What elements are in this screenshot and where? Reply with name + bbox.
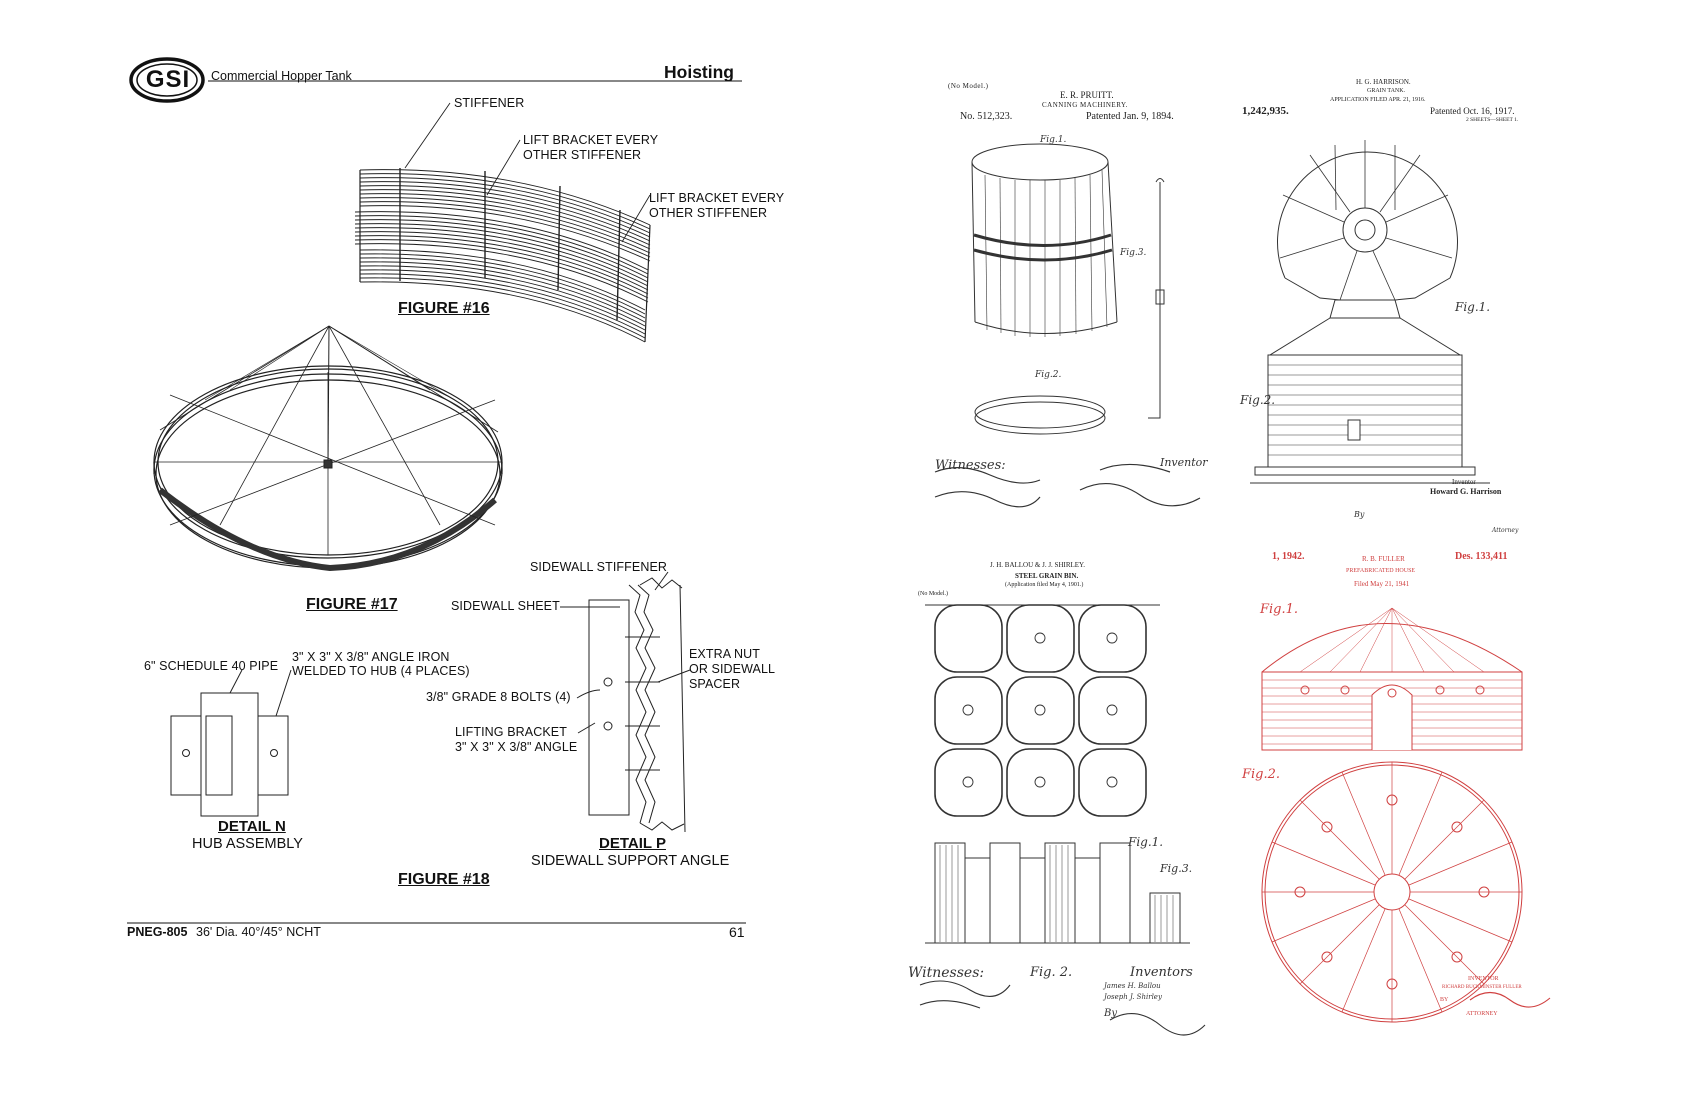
footer-doc-code: PNEG-805 (127, 925, 188, 939)
detail-p-drawing (560, 571, 691, 833)
pruitt-fig3: Fig.3. (1120, 248, 1147, 258)
footer-doc-desc: 36' Dia. 40°/45° NCHT (196, 925, 321, 939)
ballou-drawing (919, 604, 1206, 1036)
ballou-fig1: Fig.1. (1128, 835, 1164, 849)
gsi-logo (129, 57, 205, 103)
fuller-fig2: Fig.2. (1242, 767, 1281, 782)
detail-p-title: DETAIL P (599, 835, 666, 852)
harrison-filed: APPLICATION FILED APR. 21, 1916. (1330, 97, 1426, 103)
pruitt-inventor: E. R. PRUITT. (1060, 90, 1114, 100)
detail-n-subtitle: HUB ASSEMBLY (192, 836, 303, 852)
figure18-caption: FIGURE #18 (398, 871, 490, 888)
harrison-inventor-name: Howard G. Harrison (1430, 487, 1502, 496)
figure17-caption: FIGURE #17 (306, 596, 398, 613)
document-title: Commercial Hopper Tank (211, 69, 352, 83)
label-lift-bracket-1b: OTHER STIFFENER (523, 148, 642, 162)
label-lift-bracket-1a: LIFT BRACKET EVERY (523, 133, 659, 147)
figure16-drawing (354, 102, 651, 343)
ballou-model: (No Model.) (918, 591, 948, 597)
fuller-drawing (1261, 607, 1551, 1023)
fuller-filed: Filed May 21, 1941 (1354, 580, 1410, 588)
ballou-title: STEEL GRAIN BIN. (1015, 572, 1079, 580)
figure17-drawing (153, 325, 503, 572)
harrison-inventor: H. G. HARRISON. (1356, 78, 1411, 86)
pruitt-date: Patented Jan. 9, 1894. (1086, 111, 1174, 122)
harrison-drawing (1250, 140, 1490, 484)
ballou-names-a: James H. Ballou (1104, 982, 1161, 990)
label-angle-iron-a: 3" X 3" X 3/8" ANGLE IRON (292, 650, 450, 664)
fuller-title: PREFABRICATED HOUSE (1346, 568, 1416, 574)
detail-n-drawing (170, 669, 292, 817)
fuller-by: BY (1440, 997, 1449, 1003)
detail-n-title: DETAIL N (218, 818, 286, 835)
pruitt-title: CANNING MACHINERY. (1042, 101, 1128, 109)
pruitt-witnesses: Witnesses: (935, 458, 1006, 473)
ballou-by: By (1104, 1008, 1117, 1019)
label-lifting-bracket-a: LIFTING BRACKET (455, 725, 567, 739)
ballou-witnesses: Witnesses: (908, 965, 985, 981)
fuller-attorney: ATTORNEY (1466, 1011, 1498, 1017)
harrison-fig1: Fig.1. (1455, 300, 1491, 314)
fuller-number-left: 1, 1942. (1272, 551, 1305, 562)
detail-p-subtitle: SIDEWALL SUPPORT ANGLE (531, 853, 730, 869)
ballou-inventors: Inventors (1130, 965, 1193, 980)
harrison-by: By (1354, 510, 1365, 519)
fuller-number-right: Des. 133,411 (1455, 551, 1508, 562)
label-angle-iron-b: WELDED TO HUB (4 PLACES) (292, 664, 470, 678)
ballou-fig2: Fig. 2. (1030, 965, 1073, 980)
harrison-inventor-label: Inventor (1452, 478, 1476, 486)
pruitt-drawing (934, 143, 1201, 508)
harrison-attorney: Attorney (1492, 527, 1519, 534)
logo-text: GSI (145, 66, 191, 93)
ballou-names-b: Joseph J. Shirley (1104, 993, 1162, 1001)
label-extra-nut-b: OR SIDEWALL (689, 662, 776, 676)
label-stiffener: STIFFENER (454, 96, 525, 110)
section-title: Hoisting (664, 62, 734, 82)
fuller-fig1: Fig.1. (1260, 602, 1299, 617)
label-extra-nut-a: EXTRA NUT (689, 647, 761, 661)
harrison-sheets: 2 SHEETS—SHEET 1. (1466, 117, 1519, 123)
label-grade8-bolts: 3/8" GRADE 8 BOLTS (4) (426, 690, 571, 704)
label-sidewall-stiffener: SIDEWALL STIFFENER (530, 560, 668, 574)
label-lift-bracket-2b: OTHER STIFFENER (649, 206, 768, 220)
label-sidewall-sheet: SIDEWALL SHEET (451, 599, 560, 613)
harrison-date: Patented Oct. 16, 1917. (1430, 106, 1515, 116)
ballou-filed: (Application filed May 4, 1901.) (1005, 582, 1084, 588)
harrison-number: 1,242,935. (1242, 105, 1289, 117)
fuller-inventor: R. B. FULLER (1362, 555, 1405, 563)
label-schedule-pipe: 6" SCHEDULE 40 PIPE (144, 659, 279, 673)
fuller-inventor-label: INVENTOR (1468, 976, 1499, 982)
fuller-inventor-name: RICHARD BUCKMINSTER FULLER (1442, 985, 1522, 990)
ballou-fig3: Fig.3. (1160, 862, 1193, 875)
label-lift-bracket-2a: LIFT BRACKET EVERY (649, 191, 785, 205)
pruitt-fig2: Fig.2. (1035, 370, 1062, 380)
figure16-caption: FIGURE #16 (398, 300, 490, 317)
label-extra-nut-c: SPACER (689, 677, 741, 691)
pruitt-number: No. 512,323. (960, 111, 1013, 122)
label-lifting-bracket-b: 3" X 3" X 3/8" ANGLE (455, 740, 578, 754)
pruitt-fig1: Fig.1. (1040, 135, 1067, 145)
pruitt-inventor-label: Inventor (1160, 456, 1208, 469)
harrison-title: GRAIN TANK. (1367, 88, 1406, 94)
harrison-fig2: Fig.2. (1240, 393, 1276, 407)
page-number: 61 (729, 924, 745, 940)
ballou-inventor: J. H. BALLOU & J. J. SHIRLEY. (990, 561, 1085, 569)
pruitt-model: (No Model.) (948, 82, 989, 90)
